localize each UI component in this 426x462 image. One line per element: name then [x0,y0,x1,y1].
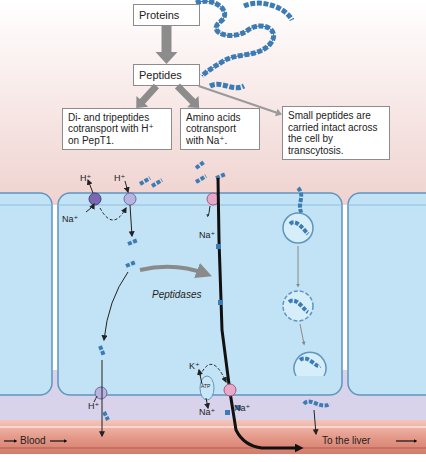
flux-arrow [125,181,128,192]
ion-label: H⁺ [88,402,99,411]
ion-label: H⁺ [80,174,91,183]
pept1-symbol [124,193,136,205]
epithelial-cell [0,193,52,395]
vesicle [294,352,326,376]
amino-acid [216,244,221,249]
flux-arrow [314,410,316,434]
vessel-stripe [0,447,426,449]
peptidase-arrow [140,267,206,274]
peptide [298,188,302,214]
arrow-shaft [142,86,157,102]
ion-label: ATP [201,384,210,389]
ion-label: Na⁺ [234,404,250,413]
flow-arrow [136,86,156,108]
box-text: Proteins [139,9,194,22]
ion-label: Peptidases [152,290,201,300]
flow-arrow [50,440,66,441]
proton-recycle [100,208,126,220]
arrow-head [136,96,148,108]
flux-arrow [86,204,94,212]
flow-arrow [156,26,178,64]
vessel-stripe [0,426,426,428]
exchanger-symbol [89,193,101,205]
vesicle [283,291,313,321]
dipeptide [140,178,162,186]
box-text: Peptides [139,69,194,82]
arrow-head [275,109,282,117]
flux-arrow [130,205,132,236]
process-box: Di- and tripeptides cotransport with H⁺ … [62,108,172,150]
vesicle-path [300,324,304,344]
stage-box: Proteins [133,4,200,26]
ion-label: Na⁺ [62,215,78,224]
ion-label: Blood [20,436,46,446]
lumen [0,0,426,205]
vesicle [283,213,313,243]
protein-chain [196,1,292,87]
box-text: Small peptides are carried intact across… [288,110,384,156]
epithelial-cell [348,193,426,395]
ion-label: K⁺ [189,362,200,371]
flow-arrow [199,86,282,116]
amino-acid [218,300,223,305]
ion-label: To the liver [322,436,370,446]
ion-label: Na⁺ [199,408,215,417]
box-text: Amino acids cotransport with Na⁺. [186,112,254,147]
ion-label: H⁺ [114,174,125,183]
flux-arrow [102,360,103,436]
atpase-symbol [200,376,214,400]
flow-arrow [4,440,16,441]
blood-vessel [0,420,426,454]
vesicle-path [298,246,299,286]
flux-arrow [207,206,210,217]
arrow-head [156,52,178,64]
process-box: Small peptides are carried intact across… [282,106,390,160]
flux-arrow [199,370,202,384]
flow-arrow [396,440,416,441]
dipeptide [100,346,104,356]
process-box: Amino acids cotransport with Na⁺. [180,108,260,150]
arrow-head [187,96,199,108]
cotransporter-symbol [224,384,236,396]
amino-acid [225,410,230,415]
flux-arrow [206,398,208,408]
flow-arrow [177,86,199,108]
dipeptide [128,240,138,244]
arrow-shaft [199,86,277,113]
epithelial-cell [58,193,342,395]
amino-acids [196,162,226,182]
arrow-shaft [177,86,193,102]
dipeptide [126,262,136,266]
box-text: Di- and tripeptides cotransport with H⁺ … [68,112,166,147]
peptide [304,401,330,405]
sodium-recycle [200,364,226,382]
ion-label: Na⁺ [199,231,215,240]
flux-arrow [104,272,128,340]
arrow-shaft [162,26,172,53]
stage-box: Peptides [133,64,200,86]
dipeptide [104,412,108,420]
